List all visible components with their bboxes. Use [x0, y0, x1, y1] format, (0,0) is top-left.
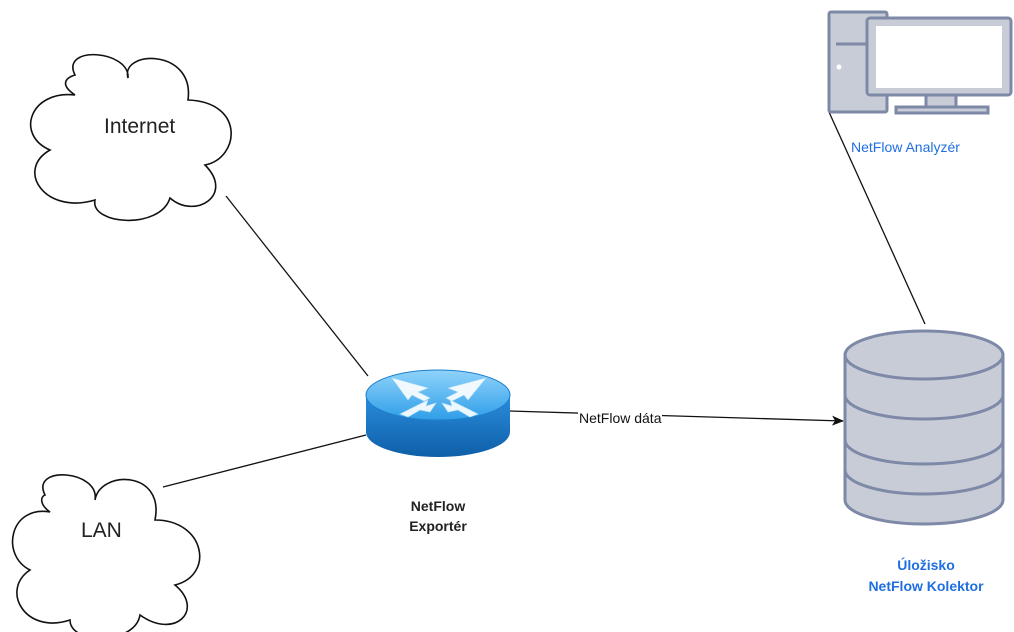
lan-cloud-icon [11, 474, 201, 632]
edge-analyzer-collector [828, 111, 926, 325]
exporter-label-line1: NetFlow [410, 498, 466, 514]
router-icon [365, 369, 511, 457]
edge-label-netflow-data: NetFlow dáta [578, 410, 663, 426]
computer-icon [827, 10, 1013, 115]
internet-cloud-icon [30, 53, 232, 222]
collector-label: Úložisko NetFlow Kolektor [836, 555, 1014, 597]
edge-lan-exporter [162, 434, 367, 488]
internet-label: Internet [104, 115, 176, 138]
collector-label-line2: NetFlow Kolektor [868, 578, 984, 594]
analyzer-label: NetFlow Analyzér [851, 139, 960, 155]
collector-label-line1: Úložisko [897, 557, 955, 573]
edge-exporter-collector-arrow [508, 410, 844, 426]
edge-internet-exporter [225, 195, 369, 377]
lan-label: LAN [81, 519, 122, 542]
database-icon [843, 329, 1005, 526]
exporter-label-line2: Exportér [409, 518, 467, 534]
exporter-label: NetFlow Exportér [388, 496, 488, 536]
